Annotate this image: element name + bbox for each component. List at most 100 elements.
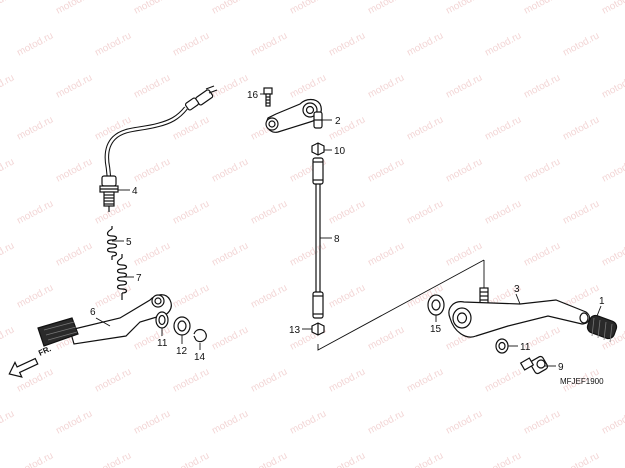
- watermark-text: motod.ru: [366, 156, 406, 184]
- nut-part-13: [311, 322, 325, 336]
- watermark-text: motod.ru: [288, 408, 328, 436]
- watermark-text: motod.ru: [0, 0, 16, 17]
- rod-end-upper: [312, 157, 324, 185]
- watermark-text: motod.ru: [444, 408, 484, 436]
- watermark-text: motod.ru: [366, 408, 406, 436]
- watermark-text: motod.ru: [600, 240, 625, 268]
- watermark-text: motod.ru: [444, 72, 484, 100]
- watermark-text: motod.ru: [288, 72, 328, 100]
- watermark-text: motod.ru: [249, 30, 289, 58]
- shift-arm-assembly: [263, 87, 323, 133]
- watermark-text: motod.ru: [0, 408, 16, 436]
- watermark-text: motod.ru: [327, 366, 367, 394]
- rod-end-lower: [312, 291, 324, 319]
- callout-numbers: 4 5 7 6 11 12 14 16 2 10 8 13 15 3 1 11 …: [90, 90, 605, 373]
- tie-rod-assembly: [311, 142, 325, 336]
- watermark-text: motod.ru: [327, 198, 367, 226]
- callout-number: 14: [194, 352, 206, 363]
- watermark-text: motod.ru: [132, 0, 172, 17]
- watermark-text: motod.ru: [171, 198, 211, 226]
- callout-number: 7: [136, 273, 142, 284]
- bolt-part-16: [263, 87, 273, 107]
- watermark-text: motod.ru: [0, 240, 16, 268]
- watermark-text: motod.ru: [522, 240, 562, 268]
- watermark-text: motod.ru: [54, 0, 94, 17]
- watermark-text: motod.ru: [522, 0, 562, 17]
- watermark-text: motod.ru: [600, 0, 625, 17]
- watermark-text: motod.ru: [561, 30, 601, 58]
- watermark-text: motod.ru: [210, 324, 250, 352]
- pivot-bolt-part-9: [519, 355, 549, 375]
- watermark-text: motod.ru: [405, 198, 445, 226]
- callout-number: 11: [157, 338, 168, 349]
- watermark-text: motod.ru: [561, 198, 601, 226]
- watermark-text: motod.ru: [366, 0, 406, 17]
- callout-number: 10: [334, 146, 346, 157]
- watermark-text: motod.ru: [522, 408, 562, 436]
- watermark-text: motod.ru: [405, 366, 445, 394]
- callout-number: 11: [520, 342, 531, 353]
- watermark-text: motod.ru: [15, 450, 55, 468]
- callout-number: 1: [599, 296, 605, 307]
- callout-number: 16: [247, 90, 259, 101]
- callout-number: 15: [430, 324, 442, 335]
- watermark-text: motod.ru: [600, 72, 625, 100]
- watermark-text: motod.ru: [210, 0, 250, 17]
- watermark-text: motod.ru: [405, 450, 445, 468]
- washer-part-14: [427, 294, 445, 316]
- watermark-text: motod.ru: [54, 408, 94, 436]
- watermark-text: motod.ru: [483, 366, 523, 394]
- watermark-text: motod.ru: [327, 450, 367, 468]
- watermark-text: motod.ru: [210, 240, 250, 268]
- callout-layer: [95, 93, 602, 367]
- direction-label: FR.: [37, 344, 52, 358]
- brake-pedal-pad: [37, 317, 79, 347]
- watermark-text: motod.ru: [327, 114, 367, 142]
- callout-number: 12: [176, 346, 188, 357]
- watermark-text: motod.ru: [288, 240, 328, 268]
- watermark-text: motod.ru: [483, 198, 523, 226]
- arrow-left-icon: [8, 357, 39, 378]
- watermark-text: motod.ru: [171, 366, 211, 394]
- callout-number: 9: [558, 362, 564, 373]
- connector-part: [184, 85, 218, 111]
- watermark-text: motod.ru: [249, 282, 289, 310]
- watermark-text: motod.ru: [483, 450, 523, 468]
- shift-peg-rubber-part-1: [579, 312, 618, 343]
- watermark-text: motod.ru: [444, 156, 484, 184]
- watermark-text: motod.ru: [54, 156, 94, 184]
- watermark-text: motod.ru: [132, 156, 172, 184]
- watermark-text: motod.ru: [171, 450, 211, 468]
- watermark-text: motod.ru: [210, 156, 250, 184]
- watermark-text: motod.ru: [600, 408, 625, 436]
- watermark-text: motod.ru: [405, 114, 445, 142]
- watermark-text: motod.ru: [561, 114, 601, 142]
- callout-number: 4: [132, 186, 138, 197]
- watermark-text: motod.ru: [0, 324, 16, 352]
- watermark-text: motod.ru: [93, 366, 133, 394]
- watermark-text: motod.ru: [366, 72, 406, 100]
- watermark-text: motod.ru: [132, 72, 172, 100]
- left-pivot-hardware: [155, 311, 207, 343]
- tie-rod-part-8: [315, 184, 321, 292]
- watermark-text: motod.ru: [210, 72, 250, 100]
- brake-switch-part: [99, 175, 119, 212]
- spring-part-5: [106, 226, 118, 260]
- assembly-guide-line: [317, 259, 485, 351]
- watermark-text: motod.ru: [444, 240, 484, 268]
- watermark-text: motod.ru: [15, 198, 55, 226]
- watermark-text: motod.ru: [0, 72, 16, 100]
- watermark-text: motod.ru: [249, 450, 289, 468]
- spring-part-7: [116, 254, 128, 300]
- watermark-text: motod.ru: [405, 30, 445, 58]
- watermark-text: motod.ru: [561, 450, 601, 468]
- callout-number: 13: [289, 325, 301, 336]
- watermark-text: motod.ru: [15, 282, 55, 310]
- watermark-text: motod.ru: [210, 408, 250, 436]
- diagram-code: MFJEF1900: [560, 377, 604, 386]
- washer-part-11-left: [155, 311, 169, 329]
- watermark-text: motod.ru: [249, 366, 289, 394]
- washer-part-11-right: [495, 338, 509, 354]
